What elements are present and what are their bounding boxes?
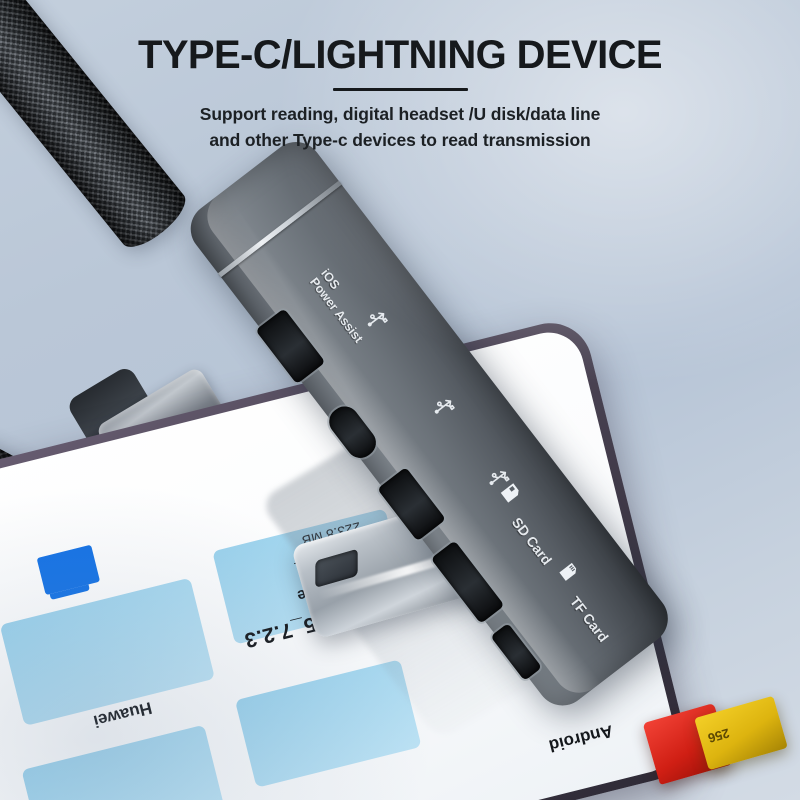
file-block — [0, 577, 216, 727]
os-label: Android — [547, 721, 615, 756]
folder-icon — [36, 544, 101, 596]
tf-card-icon — [559, 562, 577, 581]
banner-headings: TYPE-C/LIGHTNING DEVICE Support reading,… — [0, 34, 800, 153]
tf-card-capacity-label: 256 — [706, 725, 732, 746]
label-tf-card: TF Card — [566, 593, 612, 645]
usb-icon — [367, 312, 388, 327]
file-block — [21, 724, 228, 800]
subtitle-line-2: and other Type-c devices to read transmi… — [209, 129, 591, 150]
label-sd-card: SD Card — [508, 514, 556, 568]
title-divider — [332, 88, 468, 92]
page-title: TYPE-C/LIGHTNING DEVICE — [137, 33, 663, 77]
label-ios-power-assist: iOS Power Assist — [306, 266, 376, 345]
file-block — [234, 659, 422, 788]
usb-icon — [489, 471, 510, 486]
sd-card-icon — [500, 483, 519, 503]
usb-c-hub-device: iOS Power Assist SD Card TF Card — [180, 131, 679, 716]
hub-accent-ring — [218, 180, 342, 278]
usb-icon — [434, 399, 455, 414]
port-usb-a-power-assist — [255, 308, 326, 385]
subtitle-line-1: Support reading, digital headset /U disk… — [199, 104, 601, 125]
